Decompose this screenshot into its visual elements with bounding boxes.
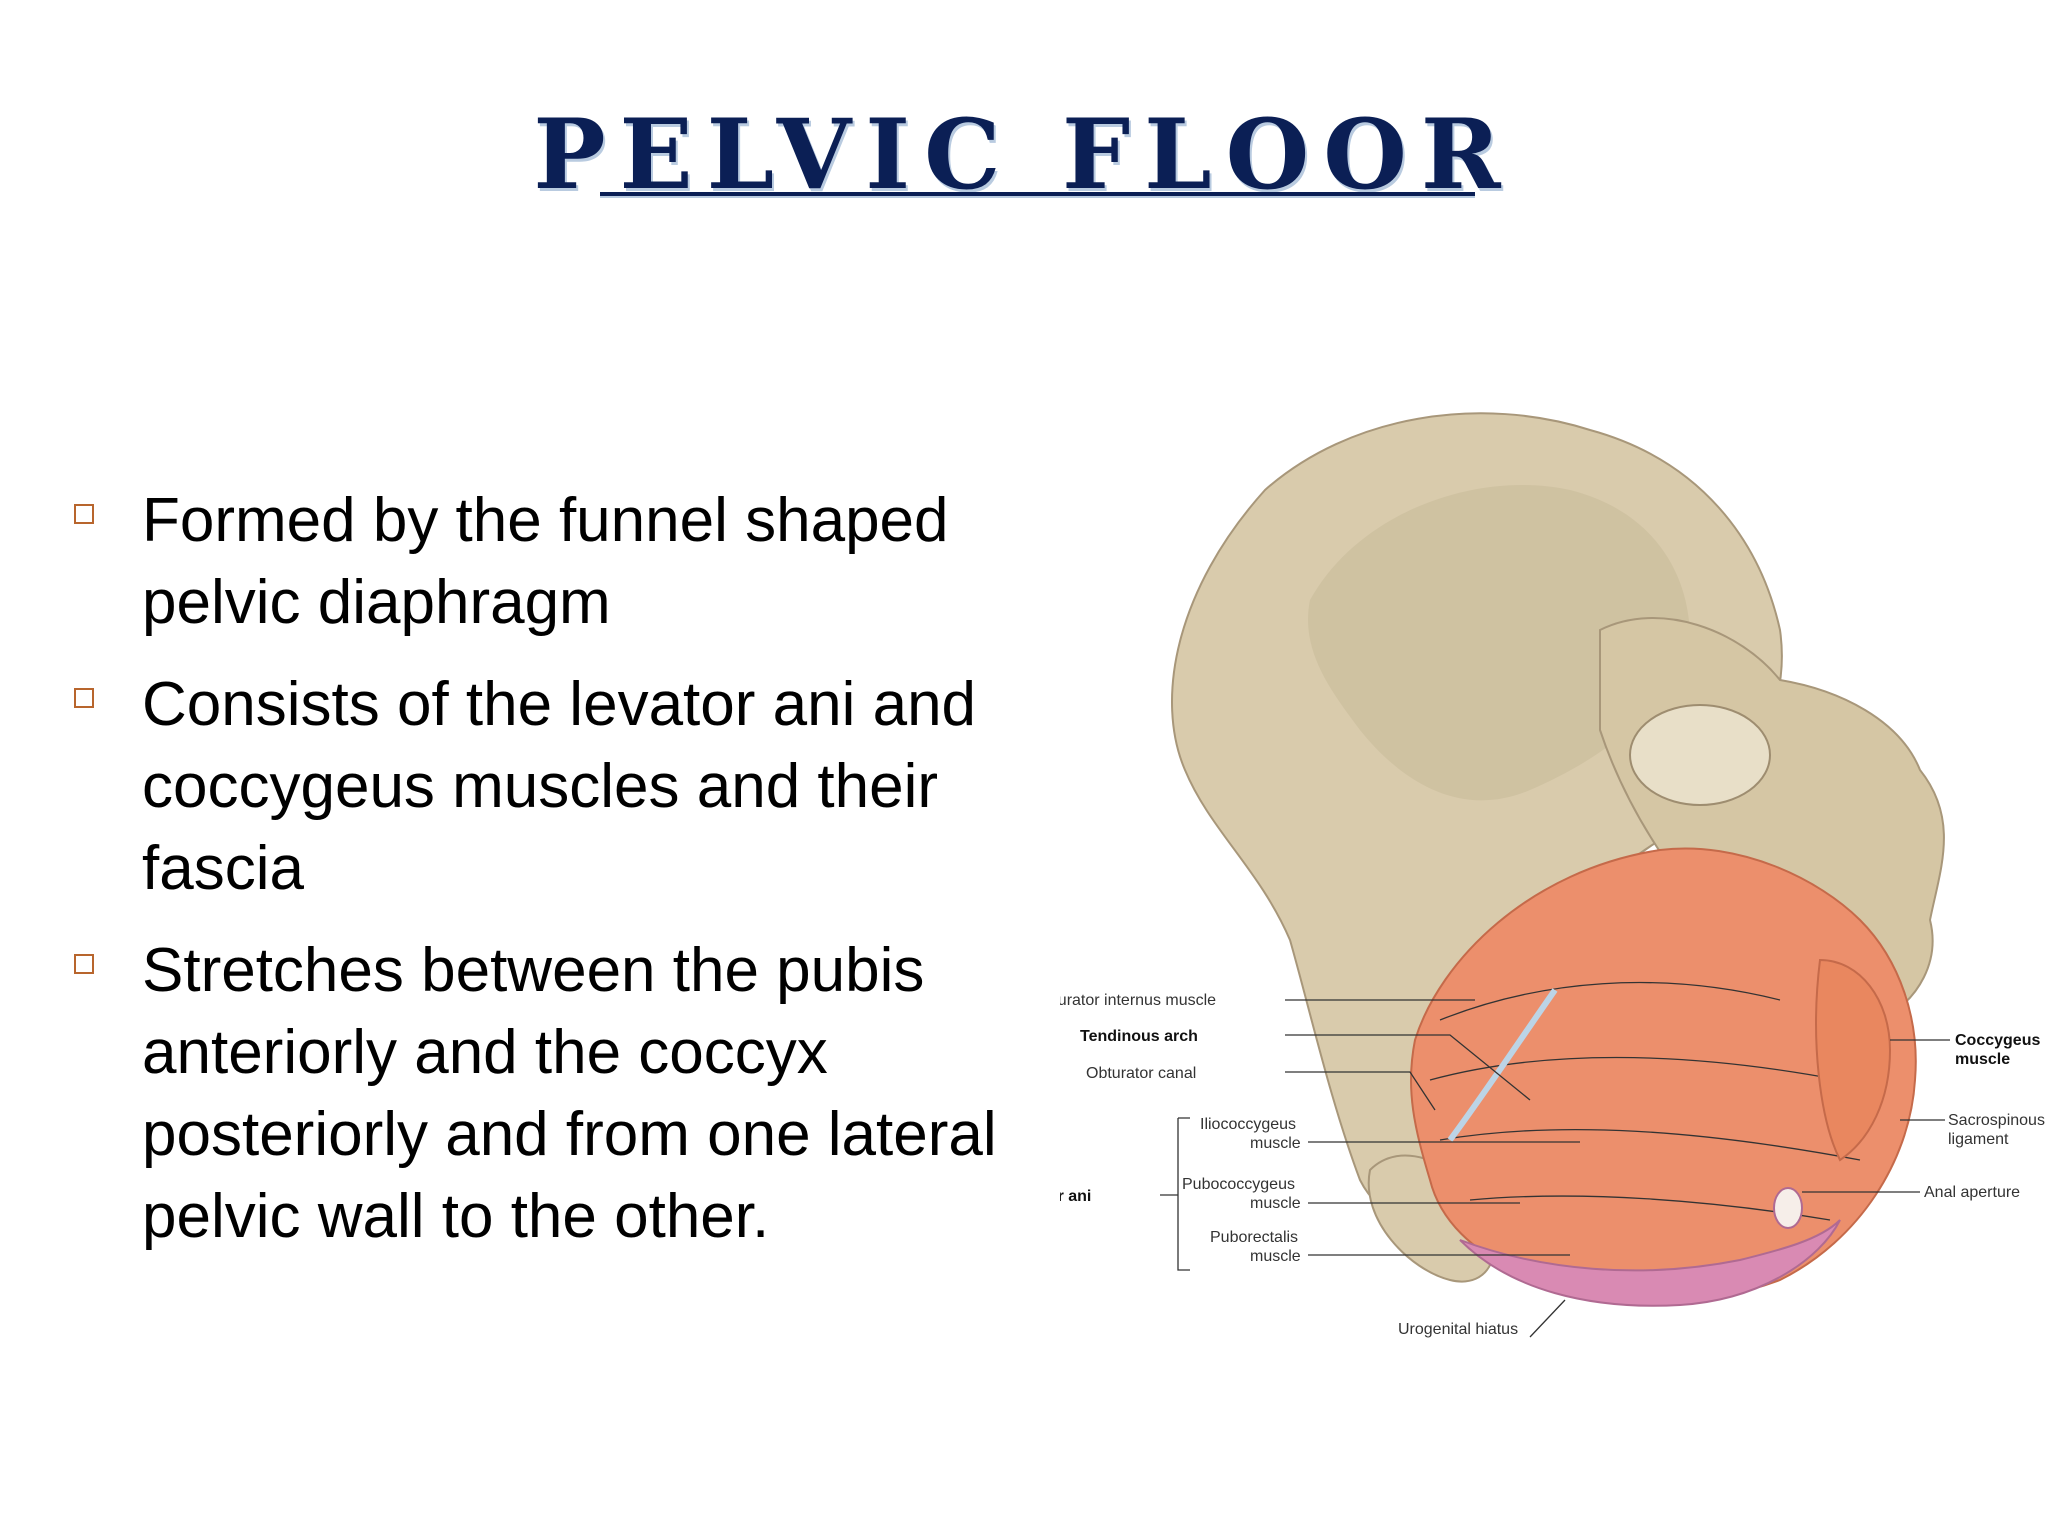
slide-title: PELVIC FLOOR: [533, 98, 1515, 211]
coccygeus-label-muscle: muscle: [1955, 1051, 2010, 1068]
puborectalis-muscle: [1459, 1219, 1841, 1307]
anal-aperture-label: Anal aperture: [1924, 1184, 2020, 1201]
muscle-fibre: [1429, 1056, 1841, 1081]
anal-aperture: [1773, 1187, 1803, 1229]
hollow-square-icon: [74, 954, 94, 974]
hollow-square-icon: [74, 504, 94, 524]
muscle-fibre: [1439, 981, 1781, 1021]
sacrospinous-label-ligament: ligament: [1948, 1131, 2009, 1148]
coccygeus-muscle: [1815, 958, 1892, 1162]
levator-bracket: [1160, 1117, 1190, 1271]
hollow-square-icon: [74, 688, 94, 708]
bullet-item: Formed by the funnel shaped pelvic diaph…: [70, 480, 1050, 644]
pelvic-floor-illustration: Obturator internus muscle Tendinous arch…: [1060, 400, 2048, 1360]
iliococcygeus-label-muscle: muscle: [1250, 1135, 1301, 1152]
bullet-text: Stretches between the pubis anteriorly a…: [142, 936, 997, 1251]
bullet-text: Formed by the funnel shaped pelvic diaph…: [142, 486, 949, 637]
pubococcygeus-label-muscle: muscle: [1250, 1195, 1301, 1212]
bullet-item: Stretches between the pubis anteriorly a…: [70, 930, 1050, 1258]
puborectalis-label-muscle: muscle: [1250, 1248, 1301, 1265]
bullet-text: Consists of the levator ani and coccygeu…: [142, 670, 977, 903]
levator-ani-label: Levator ani: [1060, 1188, 1091, 1205]
obturator-canal-label: Obturator canal: [1086, 1065, 1196, 1082]
pelvis-diagram: Obturator internus muscle Tendinous arch…: [1060, 412, 2045, 1338]
sacrospinous-label: Sacrospinous: [1948, 1112, 2045, 1129]
tendinous-arch-label: Tendinous arch: [1080, 1028, 1198, 1045]
leader-line: [1285, 1034, 1531, 1101]
urogenital-hiatus-label: Urogenital hiatus: [1398, 1321, 1518, 1338]
muscle-fibre: [1439, 1128, 1861, 1161]
pubococcygeus-label: Pubococcygeus: [1182, 1176, 1295, 1193]
bullet-list: Formed by the funnel shaped pelvic diaph…: [70, 480, 1050, 1278]
obturator-internus-label: Obturator internus muscle: [1060, 992, 1216, 1009]
puborectalis-label: Puborectalis: [1210, 1229, 1298, 1246]
leader-line: [1285, 1071, 1436, 1111]
leader-line: [1529, 1299, 1566, 1338]
iliac-fossa: [1308, 484, 1690, 801]
title-underline: [600, 192, 1475, 196]
iliococcygeus-label: Iliococcygeus: [1200, 1116, 1296, 1133]
tendinous-arch: [1447, 988, 1558, 1142]
coccygeus-label: Coccygeus: [1955, 1032, 2040, 1049]
bullet-item: Consists of the levator ani and coccygeu…: [70, 664, 1050, 910]
title-container: PELVIC FLOOR: [0, 98, 2048, 211]
sacral-vertebral-body: [1629, 704, 1771, 806]
